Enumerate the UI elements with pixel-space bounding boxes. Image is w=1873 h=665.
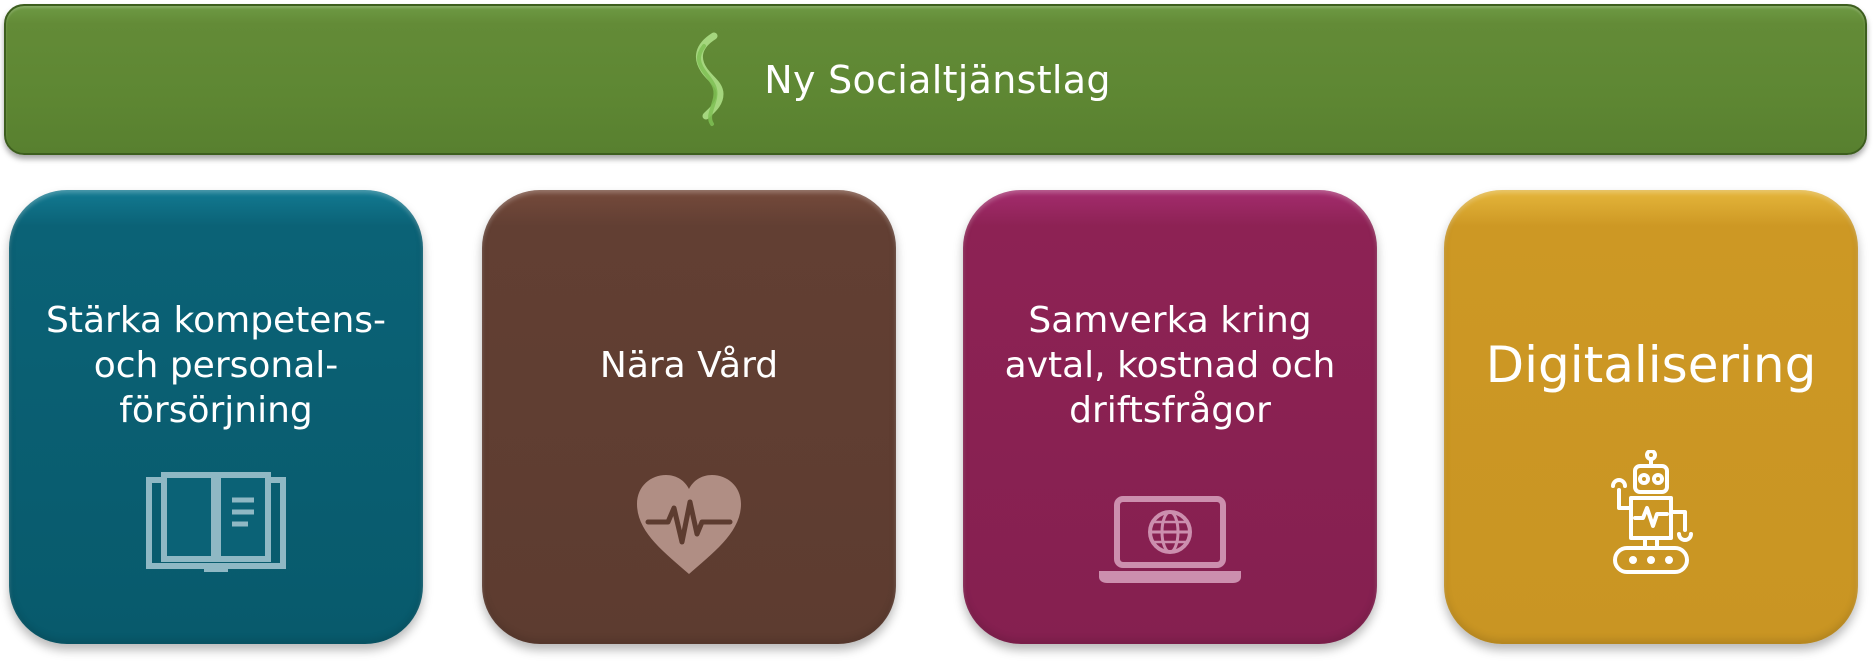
card-title-line: Samverka kring (1028, 299, 1312, 341)
card-title: Nära Vård (482, 295, 896, 435)
card-title-line: och personal- (93, 344, 339, 386)
card-nara-vard: Nära Vård (482, 190, 896, 644)
card-title: Stärka kompetens- och personal- försörjn… (9, 295, 423, 435)
header-banner: Ny Socialtjänstlag (4, 4, 1867, 155)
card-competence: Stärka kompetens- och personal- försörjn… (9, 190, 423, 644)
card-title: Digitalisering (1444, 295, 1858, 435)
card-title: Samverka kring avtal, kostnad och drifts… (963, 295, 1377, 435)
card-digitalisering: Digitalisering (1444, 190, 1858, 644)
section-sign-icon (696, 32, 724, 126)
card-title-line: försörjning (119, 389, 313, 431)
card-title-line: Nära Vård (599, 344, 779, 386)
card-samverka: Samverka kring avtal, kostnad och drifts… (963, 190, 1377, 644)
open-book-icon (9, 472, 423, 576)
heartbeat-icon (482, 472, 896, 576)
page-title: Ny Socialtjänstlag (764, 57, 1111, 102)
laptop-globe-icon (963, 495, 1377, 587)
card-title-line: avtal, kostnad och (1004, 344, 1336, 386)
robot-icon (1444, 450, 1858, 580)
card-title-line: driftsfrågor (1069, 389, 1271, 431)
card-title-line: Digitalisering (1485, 336, 1817, 394)
card-title-line: Stärka kompetens- (45, 299, 387, 341)
